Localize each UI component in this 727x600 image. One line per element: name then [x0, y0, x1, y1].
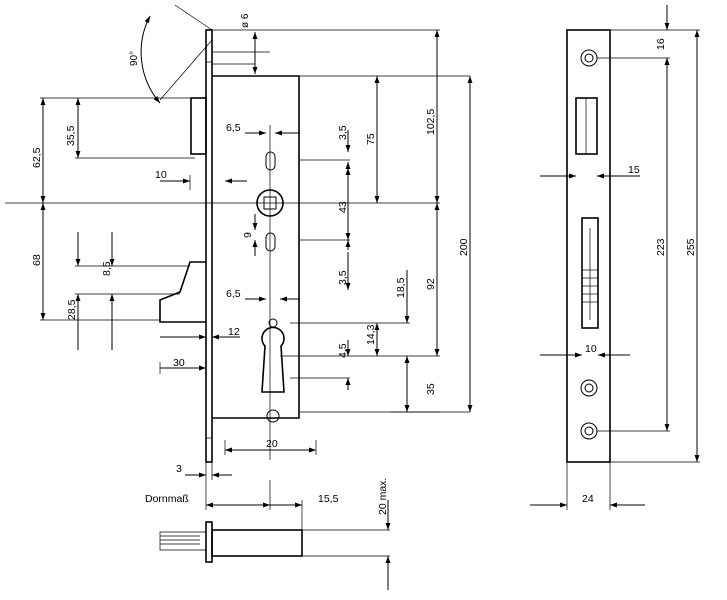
- dim-angle: 90°: [129, 51, 140, 66]
- latch-bolt: [190, 97, 207, 155]
- bolt-plan-view: [159, 500, 391, 590]
- dim-10-left: 10: [155, 169, 167, 181]
- dim-3-5-upper: 3,5: [337, 125, 349, 140]
- dim-18-5: 18,5: [395, 277, 407, 298]
- dim-3: 3: [176, 463, 182, 475]
- dim-20: 20: [266, 438, 278, 450]
- dim-62-5: 62,5: [31, 147, 43, 168]
- dimension-labels: ø 6 90° 35,5 62,5 6,5 3,5 75 102,5 200 1…: [31, 13, 697, 515]
- dim-223: 223: [655, 238, 667, 256]
- dim-phi6: ø 6: [240, 13, 251, 28]
- slot-lower: [265, 232, 276, 252]
- dim-15-5: 15,5: [318, 493, 339, 505]
- angle-leg: [159, 39, 213, 101]
- dim-3-5-lower: 3,5: [337, 270, 349, 285]
- dim-35-5: 35,5: [65, 125, 77, 146]
- dim-35: 35: [425, 383, 437, 395]
- dim-dornmass: Dornmaß: [145, 493, 189, 505]
- dim-8-5: 8,5: [101, 261, 113, 276]
- dim-28-5: 28,5: [66, 299, 78, 320]
- cylinder-cutout: [261, 326, 285, 393]
- lock-case: [212, 75, 300, 419]
- dim-20max: 20 max.: [377, 478, 389, 515]
- dim-92: 92: [425, 278, 437, 290]
- slot-upper: [265, 151, 276, 171]
- angle-arc: [140, 15, 161, 104]
- dim-200: 200: [458, 238, 470, 256]
- extension-lines-left: [5, 29, 470, 510]
- dim-16: 16: [655, 38, 667, 50]
- dim-68: 68: [31, 254, 43, 266]
- faceplate-front: [566, 29, 611, 463]
- dim-15: 15: [628, 164, 640, 176]
- dim-102-5: 102,5: [425, 109, 437, 135]
- dim-30: 30: [173, 357, 185, 369]
- dim-14-3: 14,3: [365, 324, 377, 345]
- dead-bolt: [159, 261, 206, 323]
- dim-9: 9: [242, 232, 254, 238]
- lock-side-view: [140, 4, 300, 463]
- dim-255: 255: [685, 238, 697, 256]
- dim-10-right: 10: [585, 343, 597, 355]
- dim-75: 75: [365, 133, 377, 145]
- faceplate-front-view: [566, 29, 611, 463]
- dim-4-5: 4,5: [337, 343, 349, 358]
- dim-12: 12: [228, 326, 240, 338]
- dim-6-5-lower: 6,5: [226, 288, 241, 300]
- cylinder-hole: [266, 409, 280, 423]
- faceplate: [205, 29, 213, 463]
- dim-24: 24: [582, 493, 594, 505]
- dim-43: 43: [337, 201, 349, 213]
- dim-6-5-upper: 6,5: [226, 122, 241, 134]
- dimension-lines-right: [530, 5, 700, 510]
- dimension-lines-left: [40, 30, 473, 532]
